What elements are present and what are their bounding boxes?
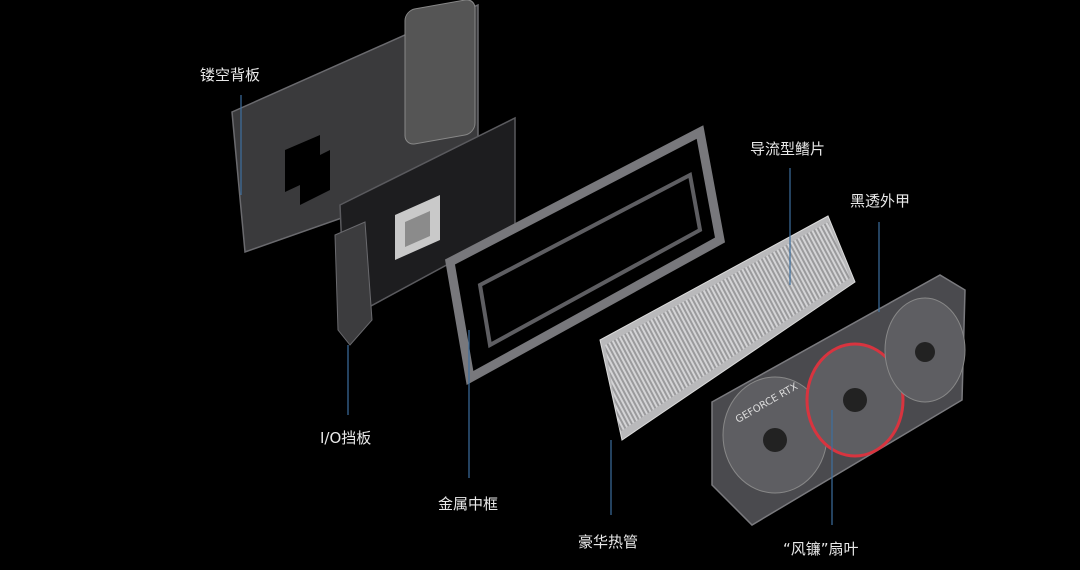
label-fins: 导流型鳍片 [750,140,826,158]
label-backplate: 镂空背板 [200,66,261,84]
io-bracket [334,221,373,346]
fin-stack [599,215,856,441]
metal-frame [445,125,726,385]
label-heatpipes: 豪华热管 [578,533,639,551]
shroud [711,274,966,526]
label-fan-blades: “风镰”扇叶 [783,540,859,558]
leader-lines [240,95,880,525]
label-shroud: 黑透外甲 [850,192,911,210]
label-metal-frame: 金属中框 [438,495,499,513]
label-io-bracket: I/O挡板 [320,429,372,447]
